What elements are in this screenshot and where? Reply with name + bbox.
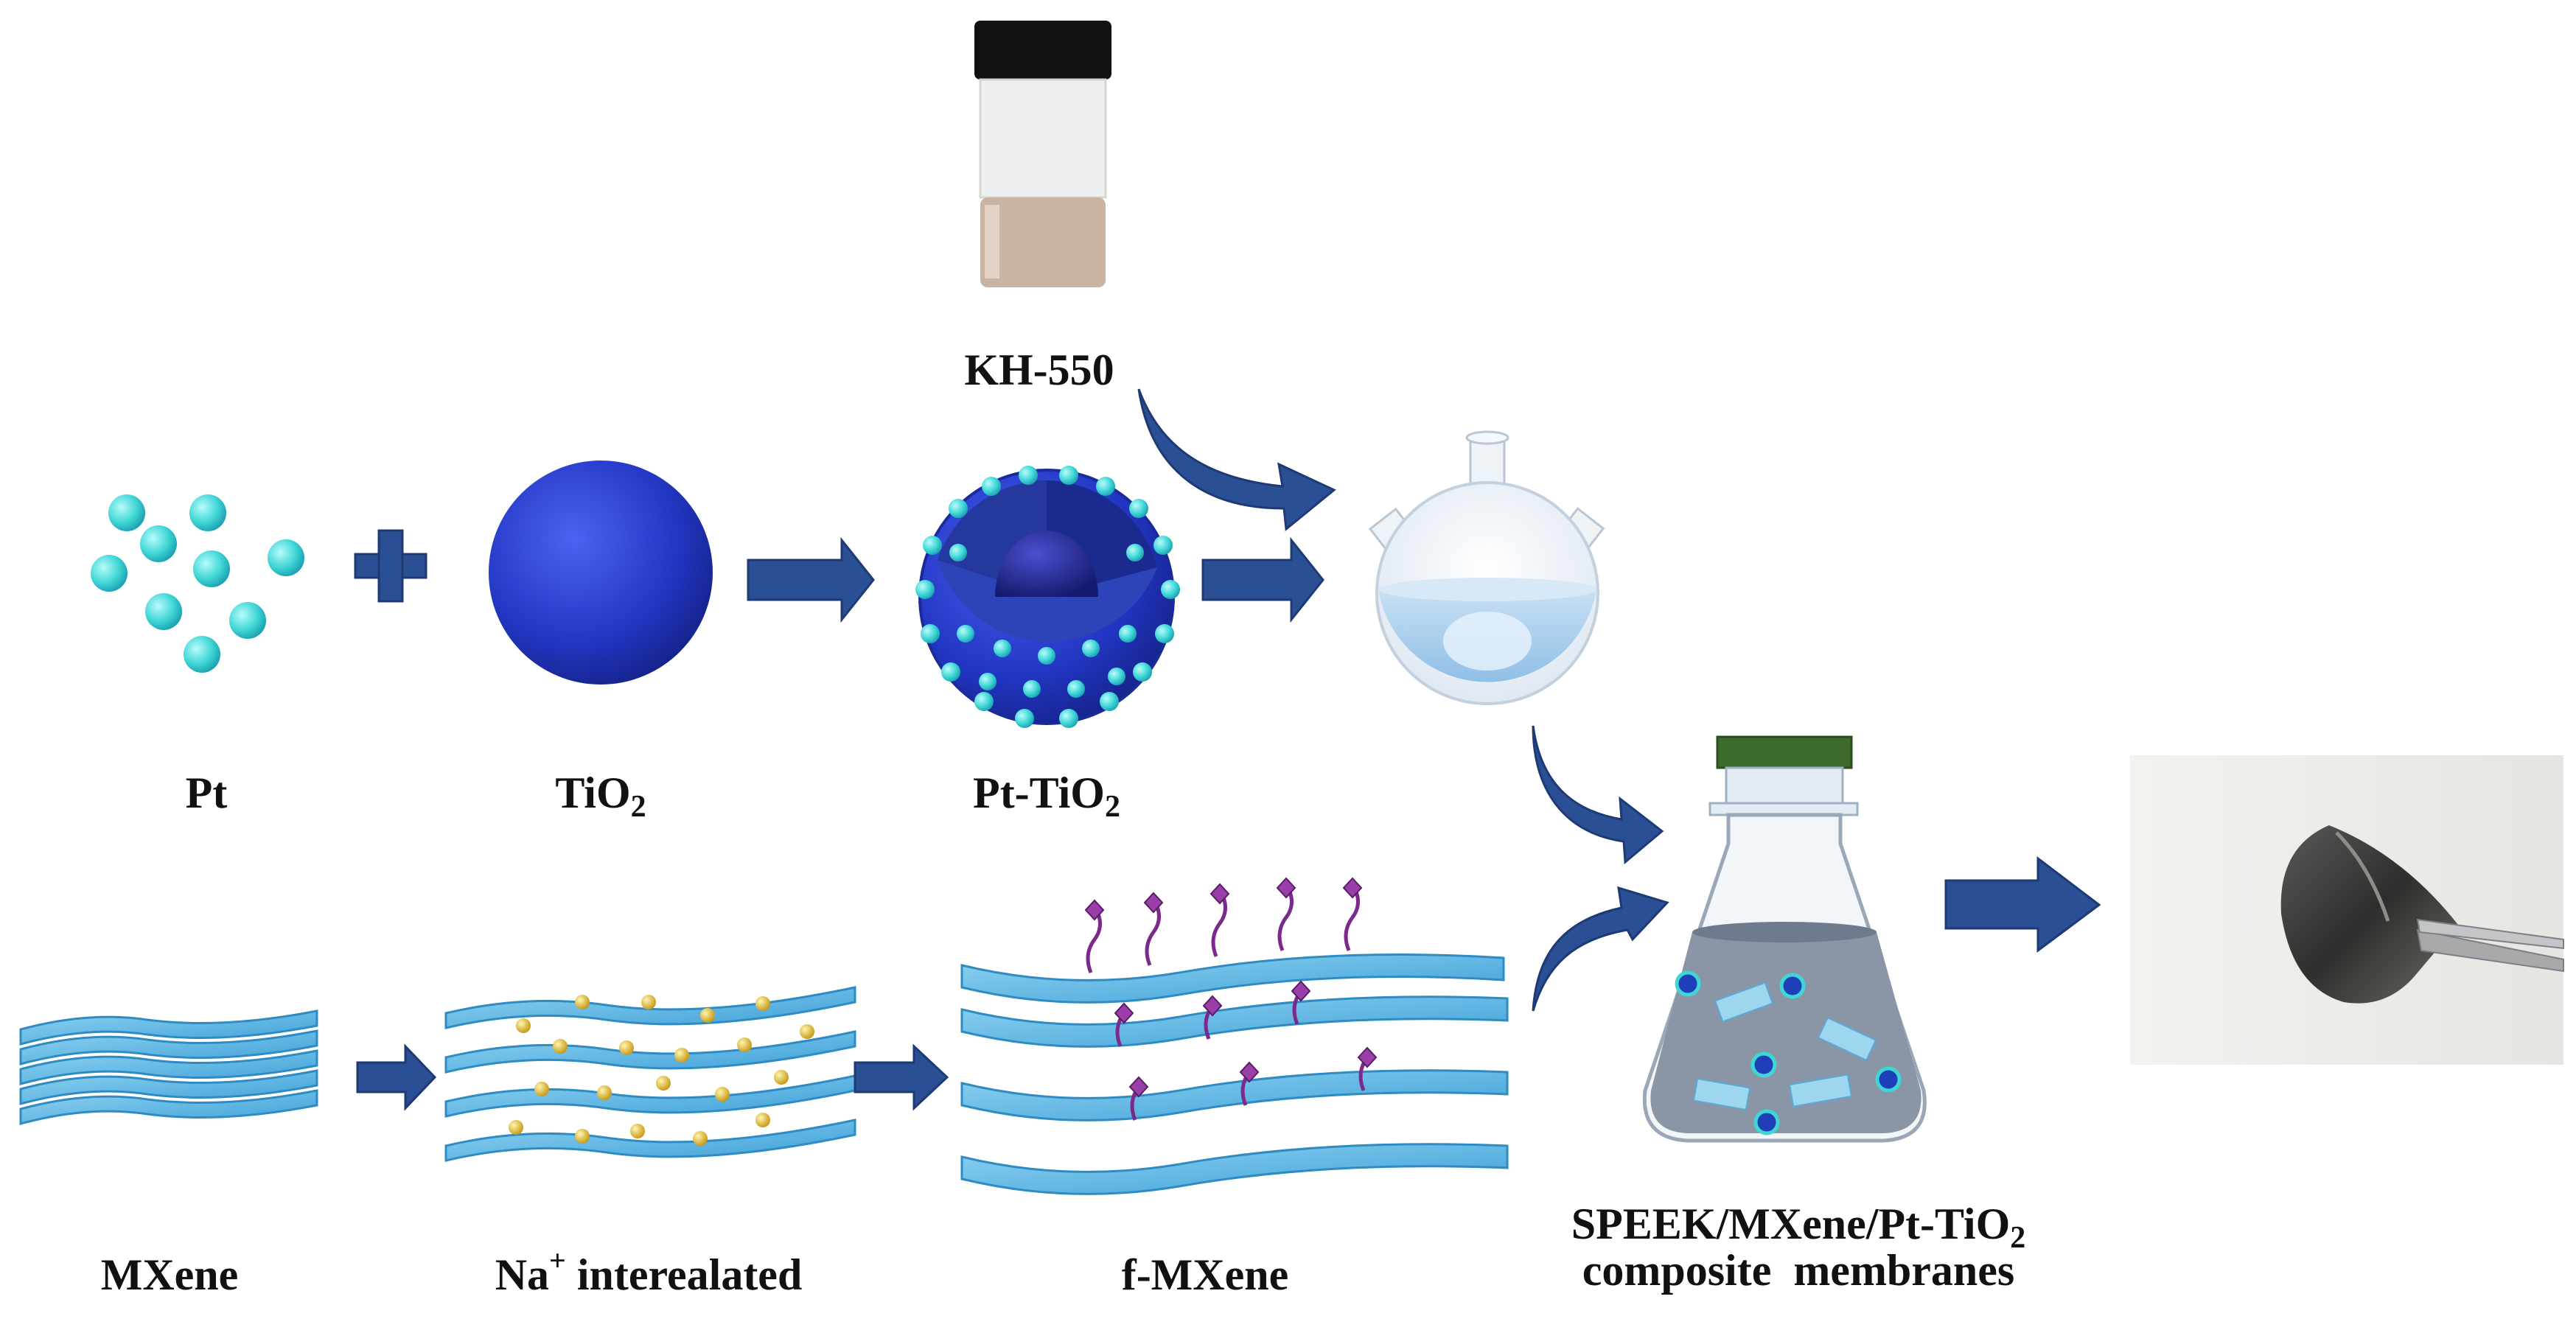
composite-membranes-label: SPEEK/MXene/Pt-TiO2 composite membranes (1504, 1201, 2093, 1294)
arrow-right-icon (356, 1043, 437, 1111)
f-mxene-stack (960, 877, 1509, 1195)
kh550-vial-image (974, 21, 1111, 287)
kh550-text: KH-550 (964, 346, 1114, 394)
na-intercalated-stack (444, 986, 856, 1162)
arrow-right-icon (854, 1043, 949, 1111)
f-mxene-text: f-MXene (1121, 1250, 1289, 1299)
arrow-right-icon (747, 536, 875, 623)
na-intercalated-label: Na+ interealated (442, 1246, 855, 1299)
na-intercalated-text: interealated (565, 1250, 803, 1299)
membrane-photo (2130, 755, 2564, 1065)
pt-tio2-particle (915, 466, 1180, 728)
pt-label: Pt (147, 771, 265, 815)
arrow-right-icon (1201, 536, 1324, 623)
curved-arrow-icon (1137, 388, 1336, 531)
curved-arrow-icon (1532, 886, 1669, 1012)
na-superscript: + (549, 1244, 566, 1277)
composite-line1-subscript: 2 (2010, 1221, 2026, 1255)
vial-cap (974, 21, 1111, 80)
na-text: Na (495, 1250, 550, 1299)
pt-tio2-label: Pt-TiO2 (932, 769, 1161, 822)
tio2-text: TiO (555, 769, 631, 817)
vial-glass (979, 78, 1107, 199)
composite-line2: composite membranes (1582, 1246, 2015, 1295)
arrow-right-icon (1944, 855, 2101, 953)
pt-nanoparticles (91, 494, 304, 673)
composite-line1-text: SPEEK/MXene/Pt-TiO (1571, 1200, 2011, 1248)
conical-flask (1642, 735, 1927, 1143)
vial-liquid (980, 197, 1106, 287)
tio2-sphere (489, 461, 713, 685)
mxene-text: MXene (100, 1250, 239, 1299)
curved-arrow-icon (1532, 725, 1664, 865)
mxene-stack (19, 1009, 318, 1125)
round-bottom-flask (1368, 430, 1605, 705)
kh550-label: KH-550 (940, 348, 1139, 392)
plus-icon (354, 529, 427, 603)
tio2-subscript: 2 (630, 790, 646, 824)
pt-tio2-subscript: 2 (1104, 790, 1120, 824)
tio2-label: TiO2 (516, 769, 685, 822)
f-mxene-label: f-MXene (1083, 1253, 1327, 1297)
composite-line1: SPEEK/MXene/Pt-TiO2 (1504, 1200, 2093, 1254)
pt-text: Pt (185, 769, 228, 817)
mxene-label: MXene (74, 1253, 265, 1297)
pt-tio2-text: Pt-TiO (973, 769, 1105, 817)
